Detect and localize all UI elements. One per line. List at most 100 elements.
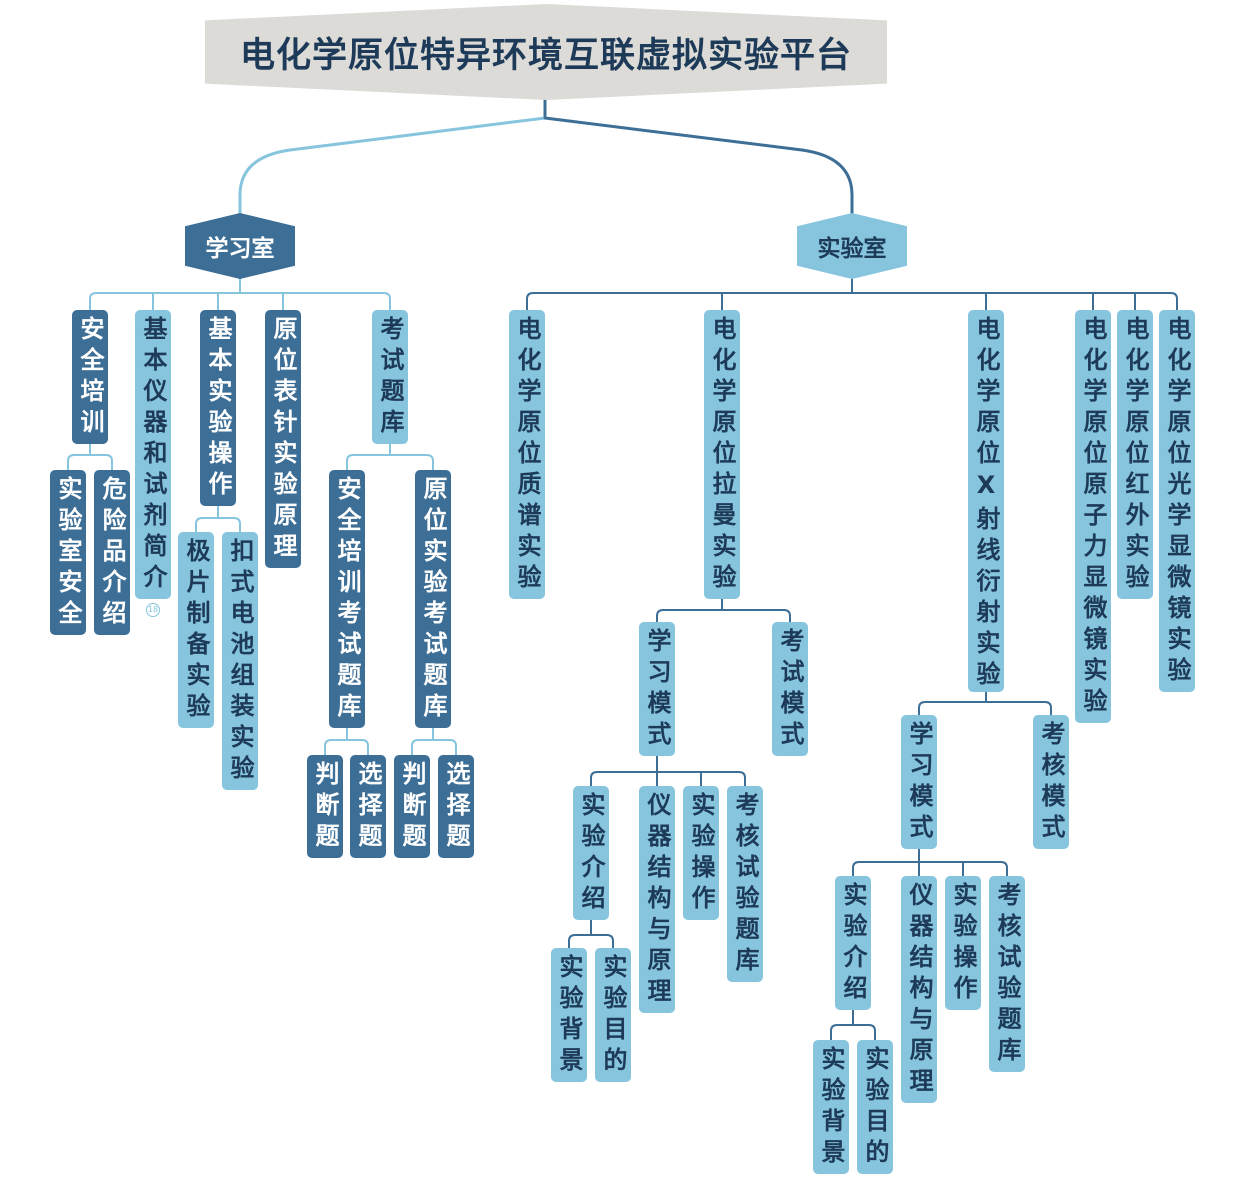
topic-basic-operations[interactable]: 基本实验操作: [200, 310, 236, 506]
topic-label: 极片制备实验: [182, 538, 210, 724]
study-room-connectors: [67, 278, 457, 756]
topic-label: 电化学原位质谱实验: [513, 316, 541, 595]
root-title: 电化学原位特异环境互联虚拟实验平台: [239, 35, 852, 76]
topic-ms-experiment[interactable]: 电化学原位质谱实验: [509, 310, 545, 599]
connector: [411, 727, 457, 756]
topic-safety-exam-bank[interactable]: 安全培训考试题库: [329, 470, 365, 728]
topic-label: 危险品介绍: [98, 476, 126, 631]
topic-label: 判断题: [311, 761, 339, 854]
connector: [721, 292, 1136, 311]
topic-label: 实验目的: [861, 1046, 889, 1170]
topic-label: 扣式电池组装实验: [226, 538, 254, 786]
topic-label: 实验背景: [555, 954, 583, 1078]
topic-raman-objective[interactable]: 实验目的: [595, 948, 631, 1082]
topic-label: 判断题: [398, 761, 426, 854]
topic-instruments-reagents[interactable]: 基本仪器和试剂简介: [135, 310, 171, 599]
topic-xrd-instrument[interactable]: 仪器结构与原理: [901, 876, 937, 1103]
connector: [238, 116, 547, 215]
topic-raman-exam-mode[interactable]: 考试模式: [772, 622, 808, 756]
topic-safety-training[interactable]: 安全培训: [72, 310, 108, 444]
topic-hazardous-materials[interactable]: 危险品介绍: [94, 470, 130, 635]
connector: [590, 755, 746, 787]
topic-raman-assessment-bank[interactable]: 考核试验题库: [727, 786, 763, 982]
topic-optical-microscope-experiment[interactable]: 电化学原位光学显微镜实验: [1159, 310, 1195, 692]
topic-label: 仪器结构与原理: [905, 882, 933, 1099]
topic-label: 实验介绍: [577, 792, 605, 916]
topic-raman-operation[interactable]: 实验操作: [683, 786, 719, 920]
topic-true-false[interactable]: 判断题: [394, 755, 430, 858]
connector: [918, 691, 1052, 716]
topic-ir-experiment[interactable]: 电化学原位红外实验: [1117, 310, 1153, 599]
branch-label: 实验室: [817, 236, 887, 262]
topic-in-situ-principles[interactable]: 原位表针实验原理: [265, 310, 301, 568]
topic-count-badge[interactable]: 18: [146, 603, 160, 617]
topic-label: 学习模式: [905, 721, 933, 845]
topic-xrd-assessment-mode[interactable]: 考核模式: [1033, 715, 1069, 849]
topic-label: 学习模式: [643, 628, 671, 752]
topic-xrd-assessment-bank[interactable]: 考核试验题库: [989, 876, 1025, 1072]
topic-label: 选择题: [354, 761, 382, 854]
topic-label: 实验背景: [817, 1046, 845, 1170]
connector: [152, 292, 284, 311]
topic-exam-bank[interactable]: 考试题库: [372, 310, 408, 444]
topic-label: 实验介绍: [839, 882, 867, 1006]
connector: [656, 598, 791, 623]
topic-xrd-learning-mode[interactable]: 学习模式: [901, 715, 937, 849]
topic-label: 基本实验操作: [204, 316, 232, 502]
connector: [568, 919, 614, 949]
topic-raman-experiment[interactable]: 电化学原位拉曼实验: [704, 310, 740, 599]
connector: [324, 727, 369, 756]
topic-label: 原位表针实验原理: [269, 316, 297, 564]
topic-xrd-objective[interactable]: 实验目的: [857, 1040, 893, 1174]
connector: [543, 116, 854, 215]
topic-xrd-operation[interactable]: 实验操作: [945, 876, 981, 1010]
topic-label: 电化学原位红外实验: [1121, 316, 1149, 595]
branch-lab[interactable]: 实验室: [797, 213, 907, 279]
topic-label: 电化学原位X射线衍射实验: [972, 316, 1000, 692]
topic-xrd-introduction[interactable]: 实验介绍: [835, 876, 871, 1010]
topic-label: 实验室安全: [54, 476, 82, 631]
topic-label: 实验操作: [949, 882, 977, 1006]
lab-connectors: [526, 278, 1178, 1041]
root-connectors: [238, 98, 854, 215]
topic-label: 考核试验题库: [731, 792, 759, 978]
topic-label: 电化学原位拉曼实验: [708, 316, 736, 595]
connector: [526, 292, 1178, 311]
topic-label: 原位实验考试题库: [419, 476, 447, 724]
topic-true-false[interactable]: 判断题: [307, 755, 343, 858]
connector: [195, 505, 241, 533]
connector: [346, 443, 434, 471]
topic-multiple-choice[interactable]: 选择题: [438, 755, 474, 858]
connector: [852, 848, 1008, 877]
topic-label: 仪器结构与原理: [643, 792, 671, 1009]
topic-multiple-choice[interactable]: 选择题: [350, 755, 386, 858]
topic-in-situ-exam-bank[interactable]: 原位实验考试题库: [415, 470, 451, 728]
topic-electrode-preparation[interactable]: 极片制备实验: [178, 532, 214, 728]
topic-label: 实验操作: [687, 792, 715, 916]
root-topic[interactable]: 电化学原位特异环境互联虚拟实验平台: [205, 4, 887, 100]
topic-raman-background[interactable]: 实验背景: [551, 948, 587, 1082]
branch-label: 学习室: [205, 236, 275, 262]
topic-label: 电化学原位光学显微镜实验: [1163, 316, 1191, 688]
connector: [67, 443, 113, 471]
topic-label: 考核试验题库: [993, 882, 1021, 1068]
connector: [830, 1009, 876, 1041]
topic-coin-cell-assembly[interactable]: 扣式电池组装实验: [222, 532, 258, 790]
topic-label: 基本仪器和试剂简介: [139, 316, 167, 595]
topic-label: 安全培训: [76, 316, 104, 440]
topic-xrd-experiment[interactable]: 电化学原位X射线衍射实验: [968, 310, 1004, 692]
topic-label: 考试题库: [376, 316, 404, 440]
branch-study-room[interactable]: 学习室: [185, 213, 295, 279]
topic-xrd-background[interactable]: 实验背景: [813, 1040, 849, 1174]
connector: [89, 292, 391, 311]
topic-raman-learning-mode[interactable]: 学习模式: [639, 622, 675, 756]
topic-label: 考试模式: [776, 628, 804, 752]
topic-label: 考核模式: [1037, 721, 1065, 845]
topic-lab-safety[interactable]: 实验室安全: [50, 470, 86, 635]
topic-raman-instrument[interactable]: 仪器结构与原理: [639, 786, 675, 1013]
topic-raman-introduction[interactable]: 实验介绍: [573, 786, 609, 920]
topic-label: 电化学原位原子力显微镜实验: [1079, 316, 1107, 719]
topic-label: 实验目的: [599, 954, 627, 1078]
topic-afm-experiment[interactable]: 电化学原位原子力显微镜实验: [1075, 310, 1111, 723]
